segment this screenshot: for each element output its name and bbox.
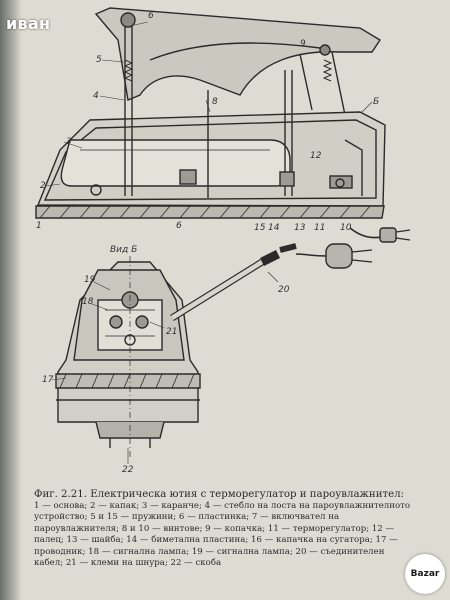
top-labels — [45, 21, 373, 187]
label-17: 17 — [42, 375, 54, 385]
label-6: 6 — [176, 221, 182, 231]
label-2: 2 — [40, 181, 46, 191]
label-B: Б — [373, 97, 379, 107]
label-12: 12 — [310, 151, 322, 161]
label-21: 21 — [166, 327, 177, 337]
label-1: 1 — [36, 221, 42, 231]
label-15: 15 — [254, 223, 266, 233]
caption-title: Фиг. 2.21. Електрическа ютия с терморегу… — [34, 489, 405, 500]
label-11: 11 — [314, 223, 325, 233]
iron-rear-view — [55, 243, 373, 460]
label-19: 19 — [84, 275, 96, 285]
label-10: 10 — [340, 223, 352, 233]
label-5: 5 — [96, 55, 102, 65]
label-13: 13 — [294, 223, 306, 233]
caption-legend: 1 — основа; 2 — капак; 3 — каранче; 4 — … — [34, 501, 411, 569]
bazar-logo-text: Bazar — [410, 569, 440, 579]
label-4: 4 — [93, 91, 99, 101]
label-14: 14 — [268, 223, 280, 233]
label-20: 20 — [278, 285, 290, 295]
label-18: 18 — [82, 297, 94, 307]
figure-caption: Фиг. 2.21. Електрическа ютия с терморегу… — [34, 488, 414, 569]
label-6-top: 6 — [148, 11, 154, 21]
label-22: 22 — [122, 465, 134, 475]
bottom-labels — [51, 271, 279, 464]
technical-drawing: 5 4 3 2 1 6 8 9 Б 12 6 15 14 13 11 10 Ви… — [35, 7, 411, 475]
label-9: 9 — [300, 39, 306, 49]
watermark-username: иван — [6, 14, 51, 33]
page-edge-shadow — [0, 0, 22, 600]
iron-side-section — [35, 7, 411, 243]
label-3: 3 — [66, 137, 72, 147]
view-label: Вид Б — [110, 245, 137, 255]
label-8: 8 — [212, 97, 218, 107]
bazar-logo: Bazar — [405, 554, 445, 594]
